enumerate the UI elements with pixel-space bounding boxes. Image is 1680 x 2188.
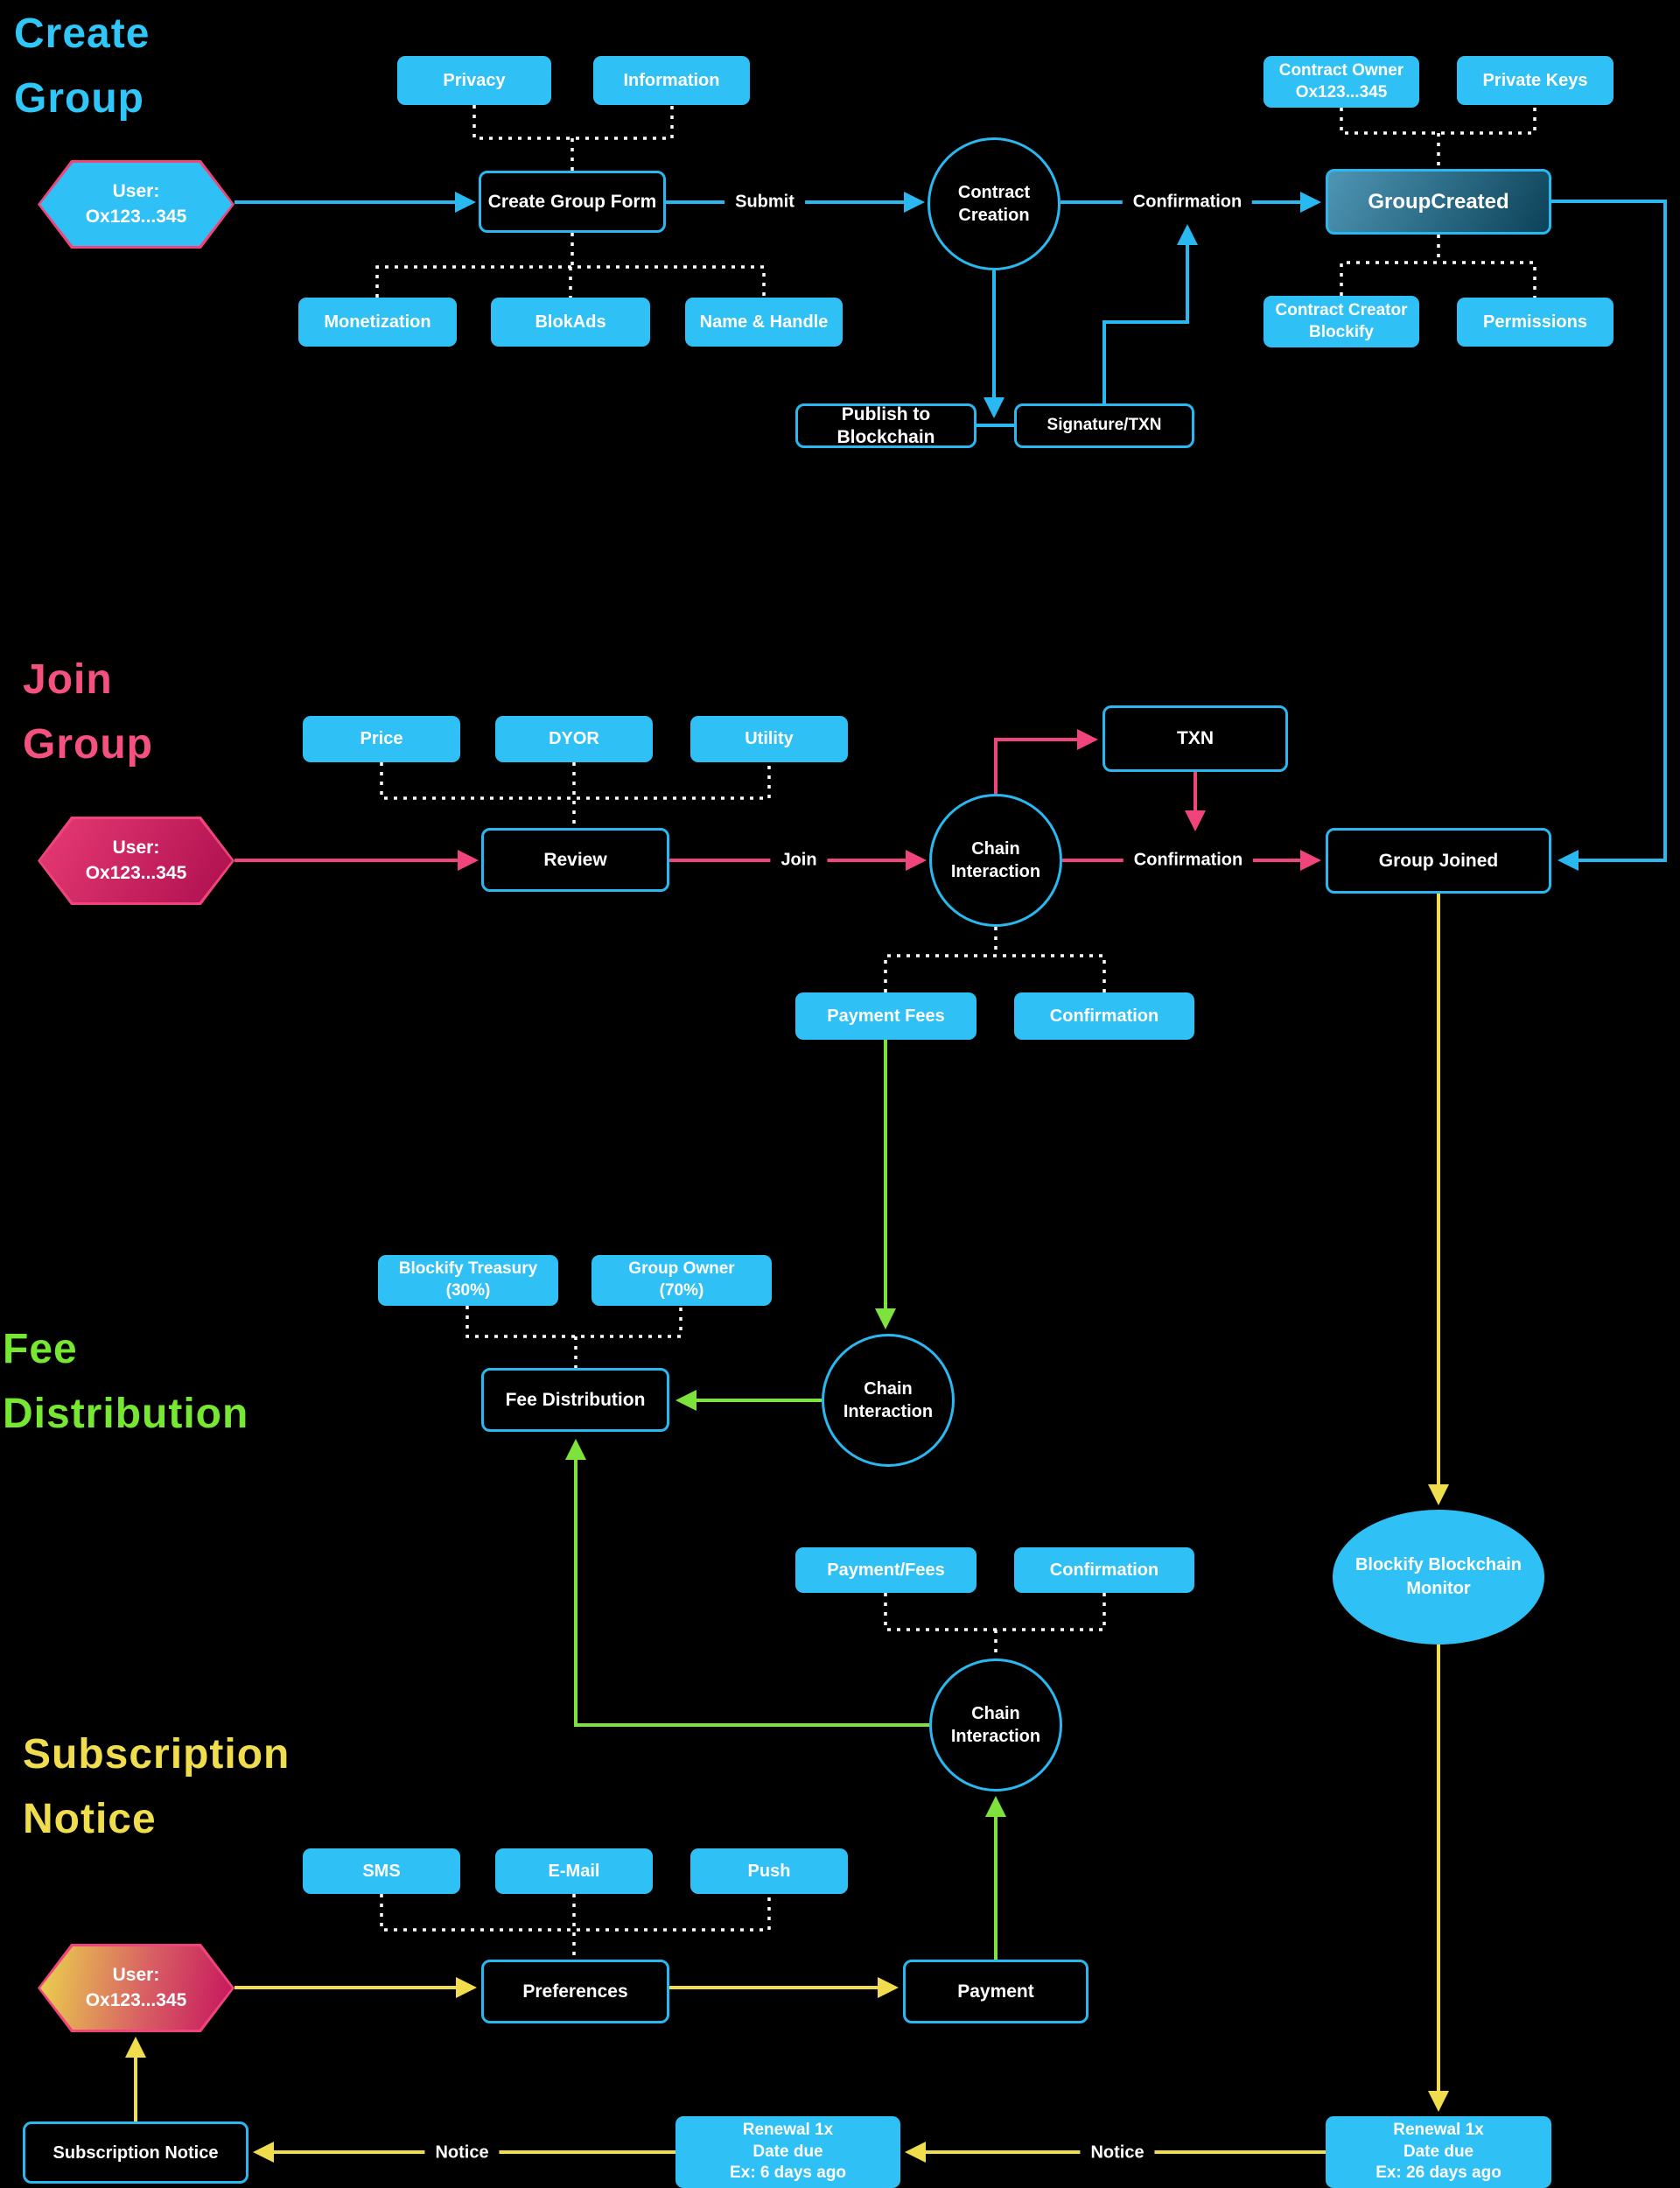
user-hexagon-join: User: Ox123...345: [38, 817, 234, 905]
node-name-handle: Name & Handle: [685, 298, 843, 347]
node-contract-creator: Contract Creator Blockify: [1264, 296, 1419, 347]
node-signature-txn: Signature/TXN: [1014, 403, 1194, 448]
node-payment-fees: Payment Fees: [795, 992, 976, 1040]
edge-label-join: Join: [770, 850, 828, 871]
section-title-fee-distribution: Fee Distribution: [3, 1326, 249, 1438]
node-contract-owner: Contract Owner Ox123...345: [1264, 56, 1419, 108]
section-title-join-group: Join Group: [23, 656, 153, 768]
user-hexagon-create-label: User: Ox123...345: [40, 163, 232, 246]
user-hexagon-subscription-label: User: Ox123...345: [40, 1946, 232, 2030]
node-fee-distribution: Fee Distribution: [481, 1368, 669, 1432]
section-title-subscription-notice: Subscription Notice: [23, 1731, 290, 1843]
node-subscription-notice: Subscription Notice: [23, 2121, 248, 2184]
node-group-created: GroupCreated: [1326, 169, 1551, 235]
node-information: Information: [593, 56, 750, 105]
node-utility: Utility: [690, 716, 848, 762]
node-payment-fees-2: Payment/Fees: [795, 1547, 976, 1593]
edge-label-confirmation-join: Confirmation: [1123, 850, 1254, 871]
edge-label-submit: Submit: [724, 192, 805, 213]
node-preferences: Preferences: [481, 1960, 669, 2023]
node-price: Price: [303, 716, 460, 762]
node-contract-creation: Contract Creation: [928, 137, 1060, 270]
edge-label-notice-right: Notice: [1080, 2142, 1155, 2163]
node-renewal-26-days: Renewal 1x Date due Ex: 26 days ago: [1326, 2116, 1551, 2188]
user-hexagon-join-label: User: Ox123...345: [40, 819, 232, 902]
node-chain-interaction-fee: Chain Interaction: [822, 1334, 955, 1467]
user-hexagon-create: User: Ox123...345: [38, 160, 234, 249]
node-blockify-blockchain-monitor: Blockify Blockchain Monitor: [1333, 1510, 1544, 1645]
node-blokads: BlokAds: [491, 298, 650, 347]
node-publish-to-blockchain: Publish to Blockchain: [795, 403, 976, 448]
node-payment: Payment: [903, 1960, 1088, 2023]
node-group-joined: Group Joined: [1326, 828, 1551, 894]
node-review: Review: [481, 828, 669, 892]
node-dyor: DYOR: [495, 716, 653, 762]
node-confirmation-attr-fee: Confirmation: [1014, 1547, 1194, 1593]
node-confirmation-attr-join: Confirmation: [1014, 992, 1194, 1040]
edge-label-confirmation-create: Confirmation: [1122, 192, 1253, 213]
node-txn: TXN: [1102, 705, 1288, 772]
edge-label-notice-left: Notice: [424, 2142, 500, 2163]
node-private-keys: Private Keys: [1457, 56, 1614, 105]
section-title-create-group: Create Group: [14, 11, 150, 123]
node-chain-interaction-fee-2: Chain Interaction: [929, 1659, 1062, 1792]
node-create-group-form: Create Group Form: [479, 171, 666, 233]
node-sms: SMS: [303, 1848, 460, 1894]
user-hexagon-subscription: User: Ox123...345: [38, 1944, 234, 2032]
node-email: E-Mail: [495, 1848, 653, 1894]
node-permissions: Permissions: [1457, 298, 1614, 347]
node-privacy: Privacy: [397, 56, 551, 105]
node-renewal-6-days: Renewal 1x Date due Ex: 6 days ago: [676, 2116, 900, 2188]
node-push: Push: [690, 1848, 848, 1894]
node-blockify-treasury: Blockify Treasury (30%): [378, 1255, 558, 1306]
node-monetization: Monetization: [298, 298, 457, 347]
node-group-owner: Group Owner (70%): [592, 1255, 772, 1306]
node-chain-interaction-join: Chain Interaction: [929, 794, 1062, 927]
